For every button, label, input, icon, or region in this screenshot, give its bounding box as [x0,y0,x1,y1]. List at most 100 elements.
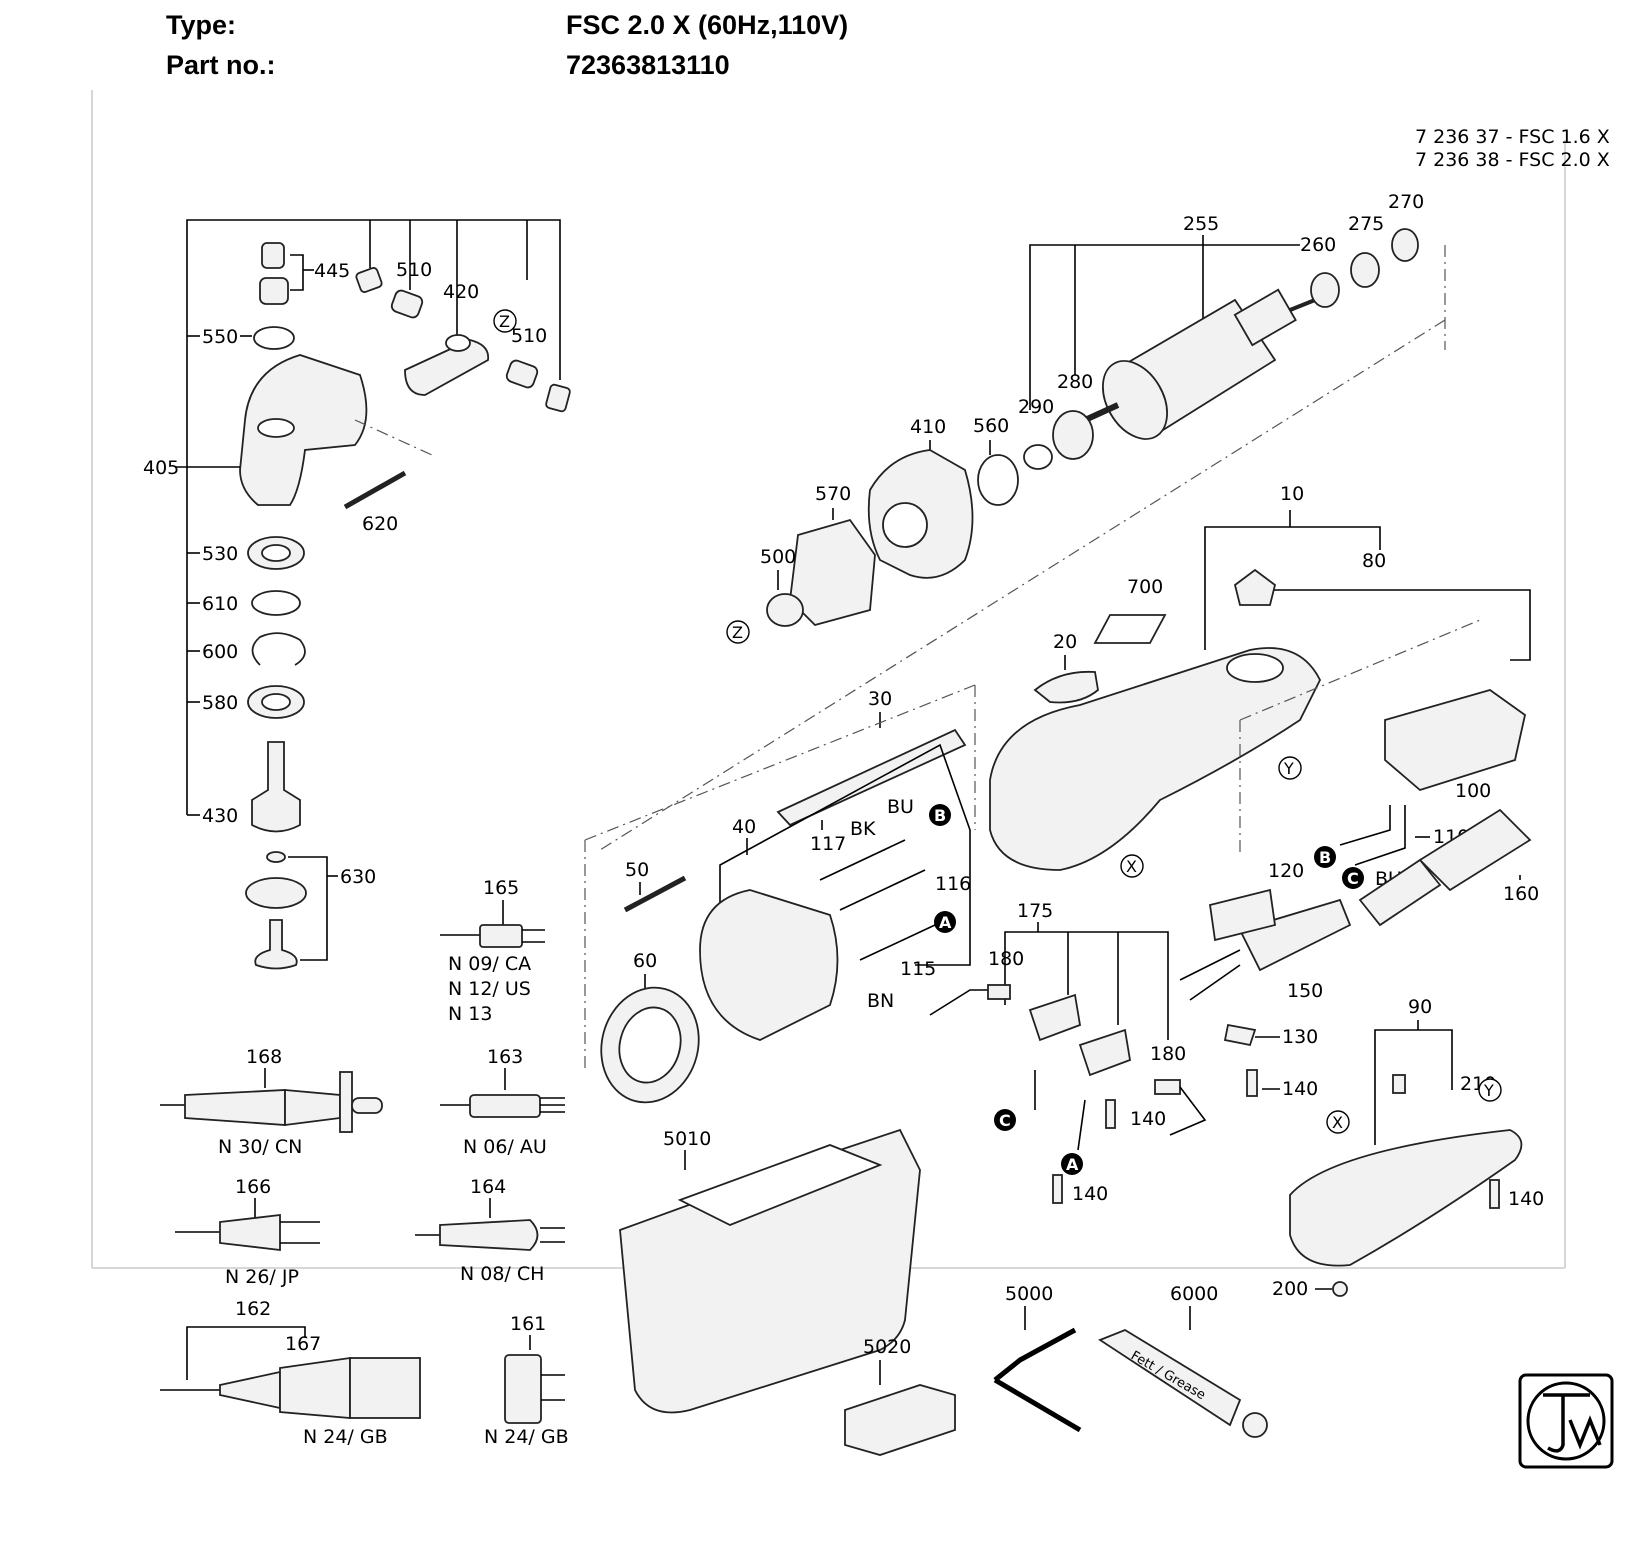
model-line-1: 7 236 37 - FSC 1.6 X [1415,126,1610,148]
leader [186,1326,306,1380]
label-560: 560 [973,415,1009,437]
plug-code-n30: N 30/ CN [218,1136,302,1158]
plug-163-icon [440,1094,565,1118]
part-430-spindle [251,741,301,833]
label-510-bottom: 510 [511,325,547,347]
label-60: 60 [633,950,657,972]
part-175-holder-a [1028,993,1082,1042]
label-50: 50 [625,859,649,881]
leader [290,254,304,291]
part-180-brush-b [1154,1079,1181,1095]
label-280: 280 [1057,371,1093,393]
part-140-screw [1246,1069,1258,1097]
part-20-switch-cover [1033,670,1099,704]
marker-z [726,620,750,644]
part-140-screw [1052,1174,1063,1204]
part-630-screw [254,919,298,970]
label-10: 10 [1280,483,1304,505]
part-275-ring [1350,252,1380,288]
marker-z [493,309,517,333]
part-200-screw [1332,1281,1348,1297]
label-200: 200 [1272,1278,1308,1300]
part-280-bearing [1052,410,1094,460]
label-90: 90 [1408,996,1432,1018]
label-wire-bn: BN [867,990,894,1012]
marker-a [934,911,956,933]
brush-lead-a [1077,1099,1086,1151]
part-550-ring [253,326,295,350]
plug-code-n24-a: N 24/ GB [303,1426,388,1448]
part-40-field-coil [699,889,839,1041]
label-wire-bu: BU [887,796,914,818]
leader [1029,244,1300,410]
part-290-washer [1023,444,1053,470]
plug-code-n12: N 12/ US [448,978,531,1000]
part-510-bearing-bottom [505,359,539,389]
label-5020: 5020 [863,1336,911,1358]
label-130: 130 [1282,1026,1318,1048]
part-no-value: 72363813110 [566,50,730,80]
marker-y-label: Y [1283,759,1294,778]
label-115: 115 [900,958,936,980]
leader [1204,526,1381,650]
plug-164-icon [415,1219,565,1251]
label-161: 161 [510,1313,546,1335]
leader [1250,589,1531,661]
part-5000-hex-key-long [993,1377,1082,1433]
label-wire-bk: BK [850,818,876,840]
part-130-clip [1223,1023,1257,1047]
marker-x [1120,854,1144,878]
wire-110-b [1339,805,1391,846]
plug-162-icon [160,1356,421,1419]
part-5000-hex-key [993,1327,1077,1382]
part-160-grip [1358,858,1442,927]
wire-110-c [1354,805,1406,866]
label-630: 630 [340,866,376,888]
plug-code-n09: N 09/ CA [448,953,531,975]
part-210-bushing [1392,1074,1406,1094]
plug-165-icon [440,924,545,948]
part-270-bearing [1391,228,1419,262]
plug-code-n08: N 08/ CH [460,1263,544,1285]
centerline [584,684,976,841]
label-275: 275 [1348,213,1384,235]
part-5020-insert [844,1384,956,1456]
label-700: 700 [1127,576,1163,598]
label-150: 150 [1287,980,1323,1002]
label-180-b: 180 [1150,1043,1186,1065]
label-570: 570 [815,483,851,505]
label-445: 445 [314,260,350,282]
model-line-2: 7 236 38 - FSC 2.0 X [1415,149,1610,171]
label-100: 100 [1455,780,1491,802]
label-116: 116 [935,873,971,895]
housing-bore [1226,653,1284,683]
part-pad [545,383,571,413]
marker-y-label: Y [1483,1081,1494,1100]
part-80-knob [1233,568,1277,606]
lever-bore [445,334,471,352]
marker-x-label: X [1332,1113,1343,1132]
marker-a [1061,1153,1083,1175]
label-410: 410 [910,416,946,438]
marker-c-label: C [1347,869,1359,888]
brush-wire-b [1169,1086,1207,1136]
label-30: 30 [868,688,892,710]
part-600-circlip [251,632,306,666]
label-165: 165 [483,877,519,899]
case-handle [677,1144,883,1226]
plug-code-n06: N 06/ AU [463,1136,547,1158]
label-40: 40 [732,816,756,838]
label-164: 164 [470,1176,506,1198]
part-610-ring [251,590,301,616]
type-value: FSC 2.0 X (60Hz,110V) [566,10,849,40]
label-620: 620 [362,513,398,535]
label-160: 160 [1503,883,1539,905]
part-500-bearing [766,593,804,627]
marker-a-label: A [1066,1155,1079,1174]
marker-x-label: X [1126,857,1137,876]
stator-wires-frame [719,743,971,966]
label-140-b: 140 [1130,1108,1166,1130]
wire-117 [819,839,906,881]
part-700-label [1093,614,1167,644]
